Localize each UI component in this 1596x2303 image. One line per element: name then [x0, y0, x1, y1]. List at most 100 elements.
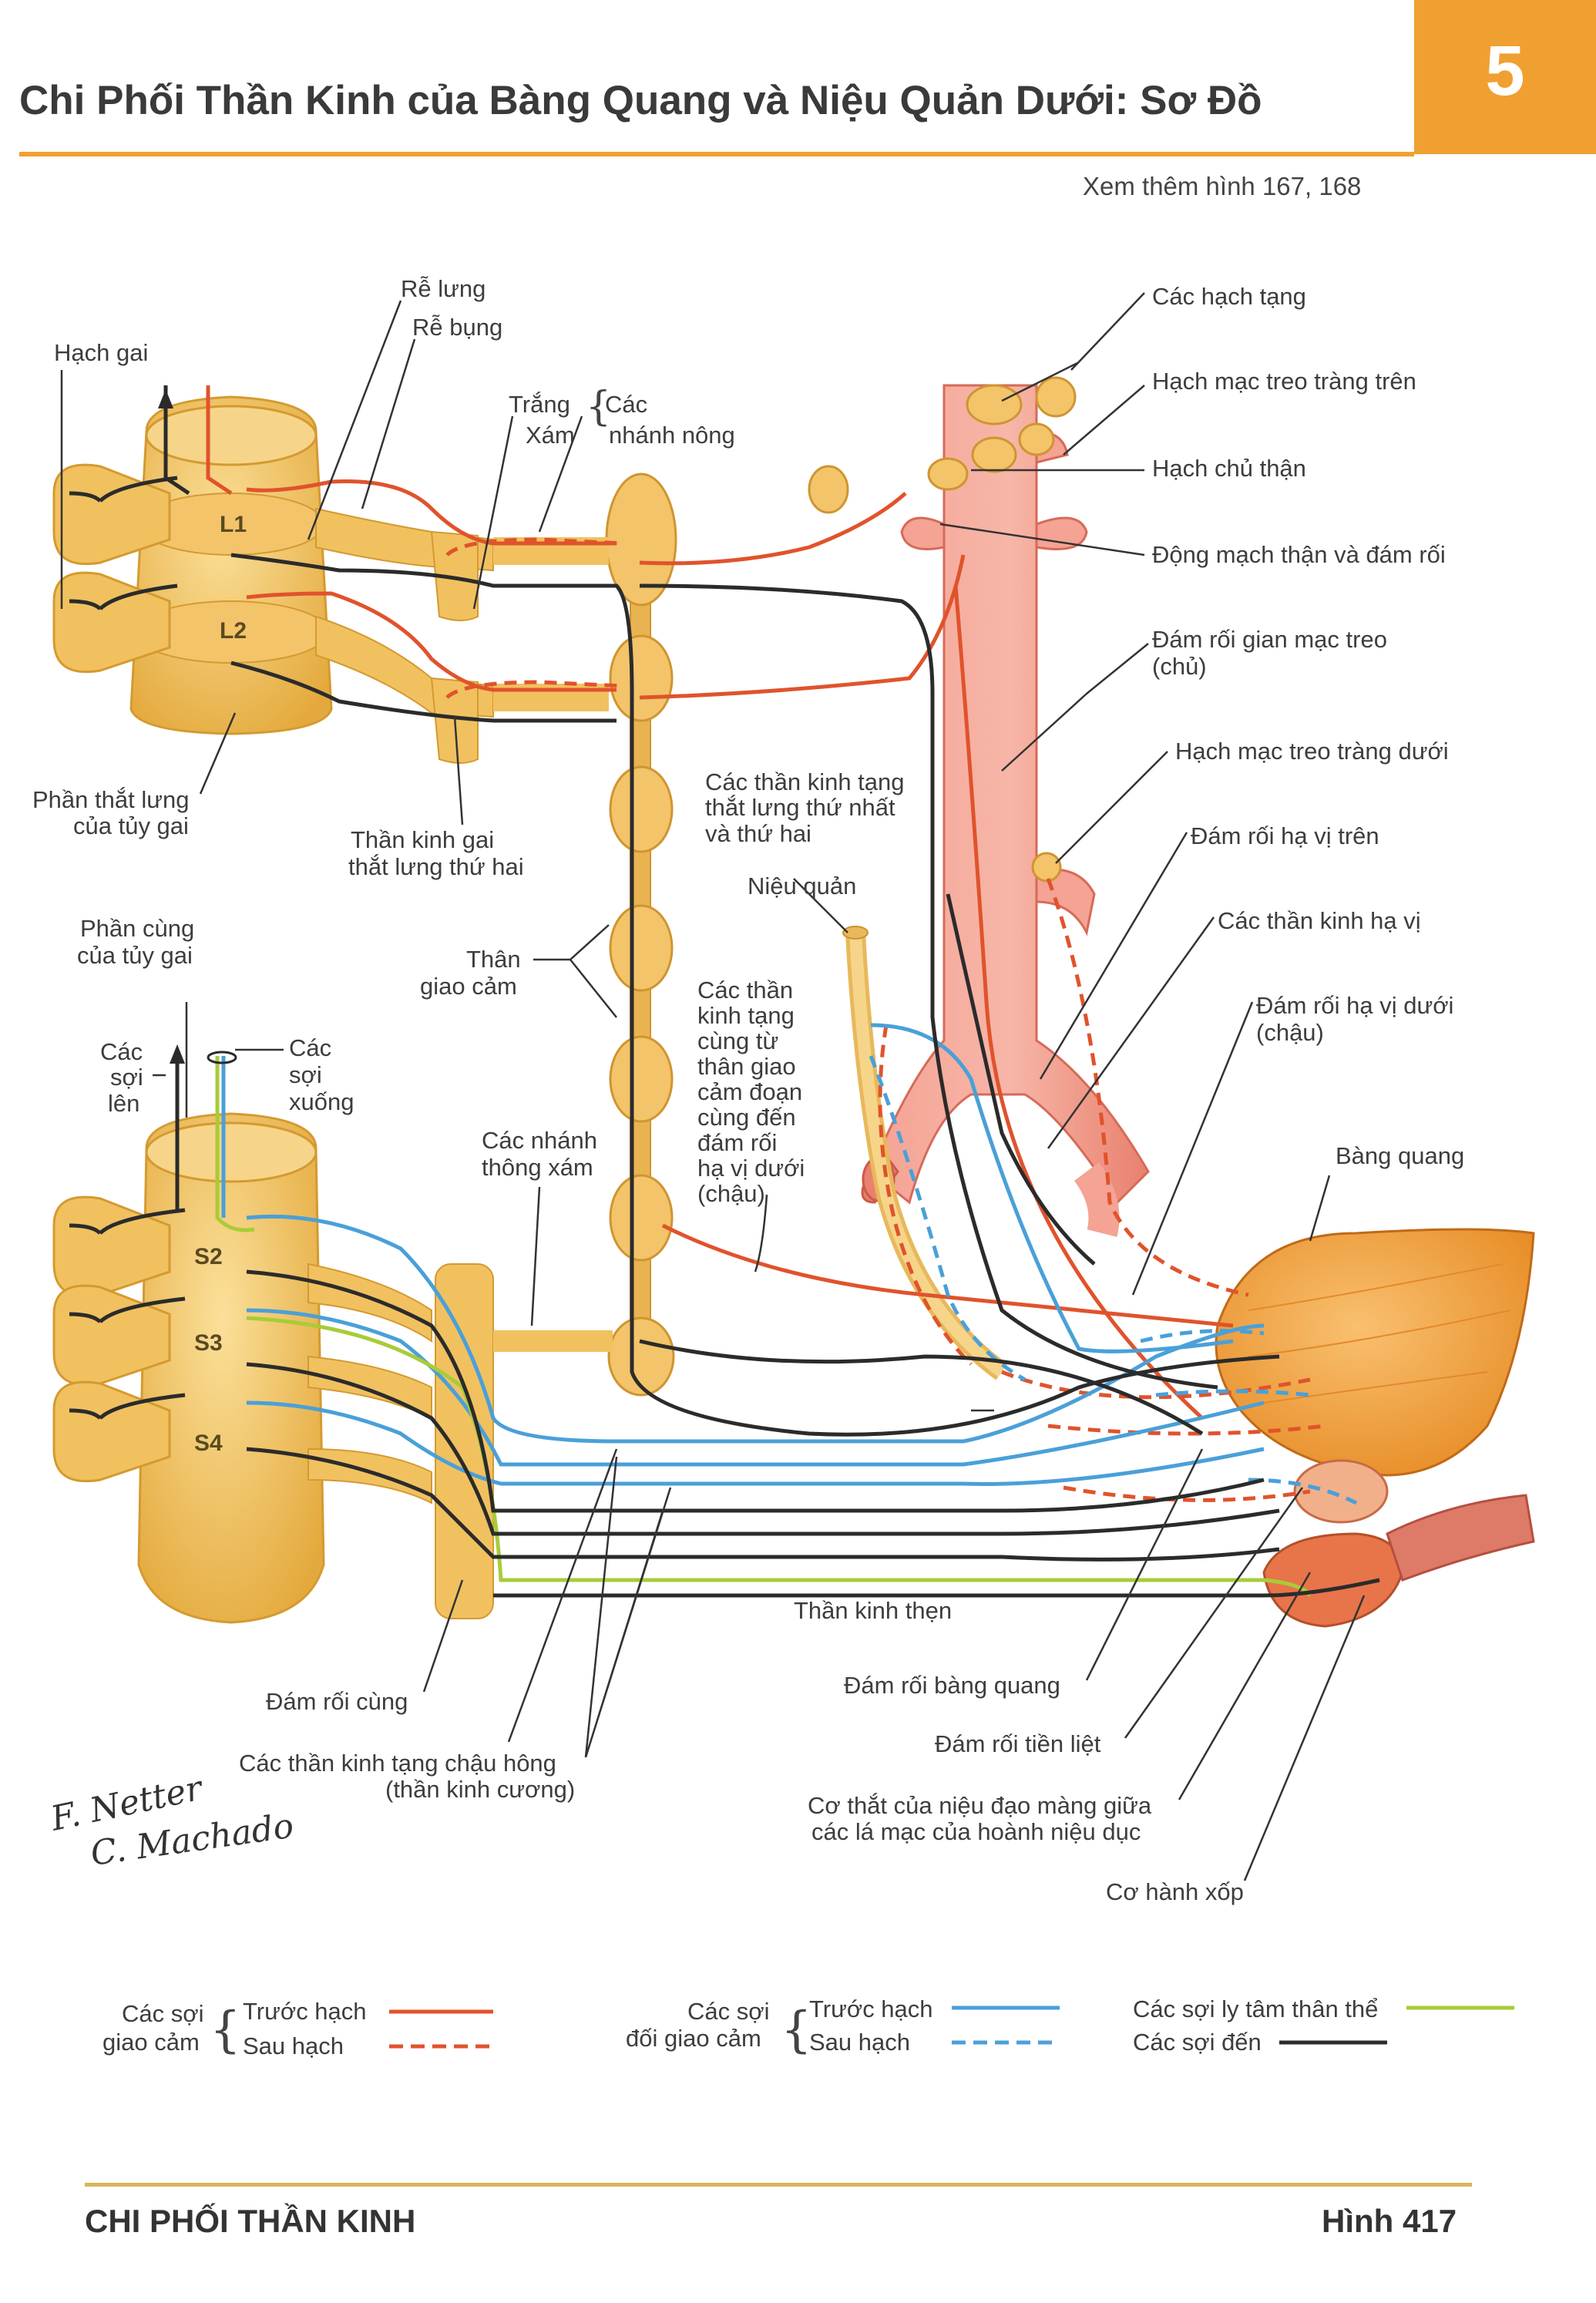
label-sacral-cord-1: Phần cùng: [80, 915, 194, 942]
legend-sympathetic-1: Các sợi: [122, 2000, 203, 2027]
afferent-fibers: [69, 385, 1380, 1598]
label-hypogastric-nerves: Các thần kinh hạ vị: [1218, 907, 1421, 934]
label-urethral-sphincter-1: Cơ thắt của niệu đạo màng giữa: [808, 1792, 1152, 1819]
label-ascending-1: Các: [100, 1038, 143, 1065]
sacral-splanchnic-line: đám rối: [697, 1129, 777, 1156]
label-sacral-cord-2: của tủy gai: [77, 942, 193, 969]
label-sympathetic-trunk-2: giao cảm: [420, 973, 517, 1000]
label-rami-1: Các: [605, 391, 647, 418]
label-gray-rami-1: Các nhánh: [482, 1127, 597, 1154]
footer-figure-number: Hình 417: [1322, 2203, 1457, 2239]
ureter: [842, 926, 1008, 1380]
label-l2-spinal-nerve-2: thắt lưng thứ hai: [348, 853, 524, 880]
artist-signature: F. Netter C. Machado: [47, 1768, 296, 1874]
legend-para-post-label: Sau hạch: [809, 2029, 910, 2056]
label-bulbospongiosus: Cơ hành xốp: [1106, 1878, 1244, 1905]
brace-rami: {: [586, 384, 611, 430]
legend-afferent-label: Các sợi đến: [1133, 2029, 1262, 2056]
label-urethral-sphincter-2: các lá mạc của hoành niệu dục: [811, 1818, 1141, 1845]
label-descending-2: sợi: [289, 1061, 322, 1088]
sacral-splanchnic-line: kinh tạng: [697, 1002, 795, 1029]
label-ascending-2: sợi: [110, 1064, 143, 1091]
label-vesical-plexus: Đám rối bàng quang: [844, 1672, 1060, 1699]
sacral-splanchnic-line: thân giao: [697, 1053, 796, 1080]
title-rule: [19, 152, 1414, 156]
footer-section: CHI PHỐI THẦN KINH: [85, 2203, 416, 2239]
legend-parasympathetic-2: đối giao cảm: [626, 2025, 761, 2052]
sympathetic-trunk: [493, 472, 677, 1397]
label-ureter: Niệu quản: [748, 872, 856, 899]
sacral-splanchnic-line: Các thần: [697, 977, 793, 1004]
sympathetic-postganglionic-fibers: [445, 537, 1326, 1502]
fiber-direction-arrows: [158, 389, 237, 1064]
sacral-splanchnic-line: cảm đoạn: [697, 1078, 802, 1105]
label-descending-3: xuống: [289, 1088, 354, 1115]
label-ventral-root: Rễ bụng: [412, 314, 502, 341]
label-intermesenteric-plexus-2: (chủ): [1152, 653, 1207, 680]
label-pelvic-splanchnic-1: Các thần kinh tạng chậu hông: [239, 1750, 556, 1777]
segment-l2: L2: [220, 618, 247, 644]
sympathetic-preganglionic-fibers: [206, 385, 1234, 1420]
label-gray: Xám: [526, 422, 575, 449]
label-pudendal-nerve: Thần kinh thẹn: [794, 1597, 952, 1624]
label-renal-artery-plexus: Động mạch thận và đám rối: [1152, 541, 1446, 568]
sacral-splanchnic-line: cùng đến: [697, 1104, 796, 1131]
label-l2-spinal-nerve-1: Thần kinh gai: [351, 826, 494, 853]
prostate: [1293, 1459, 1389, 1524]
see-also-reference: Xem thêm hình 167, 168: [1083, 172, 1362, 200]
celiac-ganglia: [808, 376, 1077, 883]
segment-l1: L1: [220, 512, 247, 537]
legend-parasympathetic-1: Các sợi: [687, 1998, 769, 2025]
section-tab: [1414, 0, 1596, 154]
label-white: Trắng: [509, 391, 570, 418]
sacral-splanchnic-line: (chậu): [697, 1180, 765, 1207]
legend-sym-post-label: Sau hạch: [243, 2032, 344, 2059]
label-inferior-hypogastric-plexus-1: Đám rối hạ vị dưới: [1256, 992, 1453, 1019]
label-ascending-3: lên: [108, 1090, 139, 1117]
label-prostatic-plexus: Đám rối tiền liệt: [935, 1730, 1101, 1757]
page-title: Chi Phối Thần Kinh của Bàng Quang và Niệ…: [19, 78, 1262, 123]
parasympathetic-postganglionic-fibers: [869, 1055, 1358, 1505]
label-lumbar-splanchnic-1: Các thần kinh tạng: [705, 768, 905, 795]
label-gray-rami-2: thông xám: [482, 1154, 593, 1181]
label-celiac-ganglia: Các hạch tạng: [1152, 283, 1306, 310]
legend-brace-parasympathetic: {: [781, 2002, 812, 2059]
legend-para-pre-label: Trước hạch: [809, 1995, 933, 2022]
label-aorticorenal-ganglion: Hạch chủ thận: [1152, 455, 1306, 482]
sacral-splanchnic-line: hạ vị dưới: [697, 1155, 805, 1182]
sphincter-muscle: [1262, 1494, 1535, 1628]
label-superior-hypogastric-plexus: Đám rối hạ vị trên: [1191, 822, 1379, 849]
label-descending-1: Các: [289, 1034, 331, 1061]
legend-sym-pre-label: Trước hạch: [243, 1998, 367, 2025]
label-intermesenteric-plexus-1: Đám rối gian mạc treo: [1152, 626, 1387, 653]
label-pelvic-splanchnic-2: (thần kinh cương): [385, 1776, 575, 1803]
label-lumbar-cord-2: của tủy gai: [73, 812, 189, 839]
lumbar-spinal-nerves: [315, 507, 494, 764]
label-sacral-splanchnic: Các thần kinh tạng cùng từ thân giao cảm…: [697, 977, 805, 1207]
segment-s4: S4: [194, 1431, 223, 1456]
label-spinal-ganglion: Hạch gai: [54, 339, 148, 366]
section-number: 5: [1485, 32, 1525, 110]
label-bladder: Bàng quang: [1336, 1142, 1464, 1169]
label-rami-2: nhánh nông: [609, 422, 735, 449]
label-sympathetic-trunk-1: Thân: [466, 946, 521, 973]
label-inferior-hypogastric-plexus-2: (chậu): [1256, 1019, 1324, 1046]
label-lumbar-cord-1: Phần thắt lưng: [32, 786, 189, 813]
lumbar-spinal-cord: [52, 395, 333, 735]
bladder: [1215, 1228, 1535, 1477]
footer-rule: [85, 2183, 1472, 2187]
legend: Các sợi giao cảm { Trước hạch Sau hạch C…: [102, 1995, 1514, 2059]
leader-lines: [60, 292, 1366, 1881]
sacral-splanchnic-line: cùng từ: [697, 1027, 778, 1054]
legend-somatic-label: Các sợi ly tâm thân thể: [1133, 1995, 1378, 2022]
label-lumbar-splanchnic-2: thắt lưng thứ nhất: [705, 794, 895, 821]
label-inferior-mesenteric-ganglion: Hạch mạc treo tràng dưới: [1175, 738, 1449, 765]
label-superior-mesenteric-ganglion: Hạch mạc treo tràng trên: [1152, 368, 1416, 395]
segment-s3: S3: [194, 1330, 223, 1356]
legend-sympathetic-2: giao cảm: [102, 2029, 200, 2056]
label-dorsal-root: Rễ lưng: [401, 275, 486, 302]
label-sacral-plexus: Đám rối cùng: [266, 1688, 408, 1715]
legend-brace-sympathetic: {: [210, 2002, 241, 2059]
segment-s2: S2: [194, 1244, 223, 1269]
